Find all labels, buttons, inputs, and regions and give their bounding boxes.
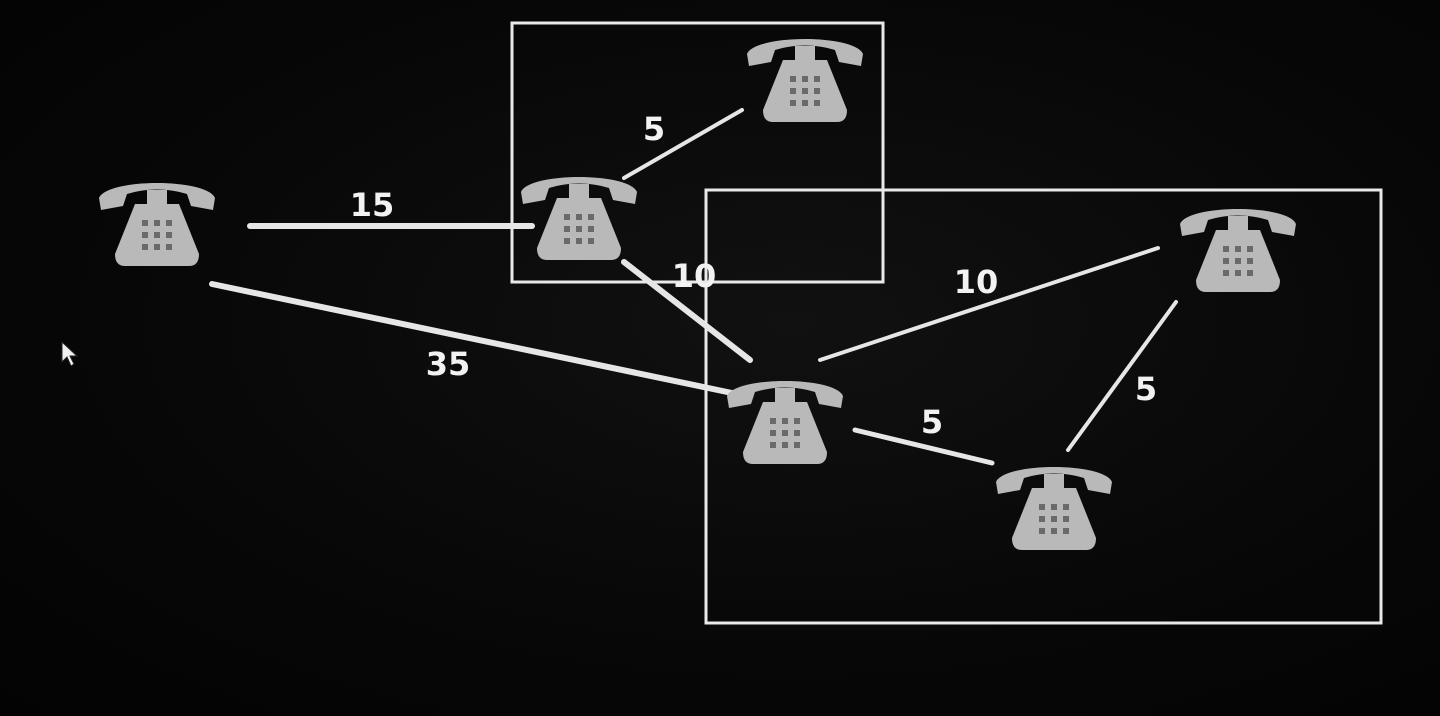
- phone-icon-bottom-right: [996, 467, 1112, 550]
- edge-center-top-top-right: [622, 108, 744, 180]
- phone-icon-top-right: [747, 39, 863, 122]
- mouse-pointer-icon: [61, 340, 79, 367]
- edge-weight-label: 10: [954, 263, 999, 301]
- edge-weight-label: 5: [921, 403, 943, 441]
- edge-hub-bottom-right: [852, 427, 995, 466]
- phone-icon-center-top: [521, 177, 637, 260]
- group-box-top: [510, 21, 885, 284]
- edge-center-top-hub: [621, 259, 753, 363]
- phone-icon-left: [99, 183, 215, 266]
- edge-left-hub: [209, 281, 735, 396]
- edge-weight-label: 35: [426, 345, 471, 383]
- edge-weight-label: 10: [672, 257, 717, 295]
- edge-weight-label: 5: [1135, 370, 1157, 408]
- phone-icon-hub: [727, 381, 843, 464]
- edge-hub-right: [818, 246, 1160, 362]
- edge-bottom-right-right: [1066, 300, 1178, 452]
- group-box-bottom-right: [704, 188, 1383, 625]
- edge-weight-label: 15: [350, 186, 395, 224]
- phone-icon-right: [1180, 209, 1296, 292]
- edge-weight-label: 5: [643, 110, 665, 148]
